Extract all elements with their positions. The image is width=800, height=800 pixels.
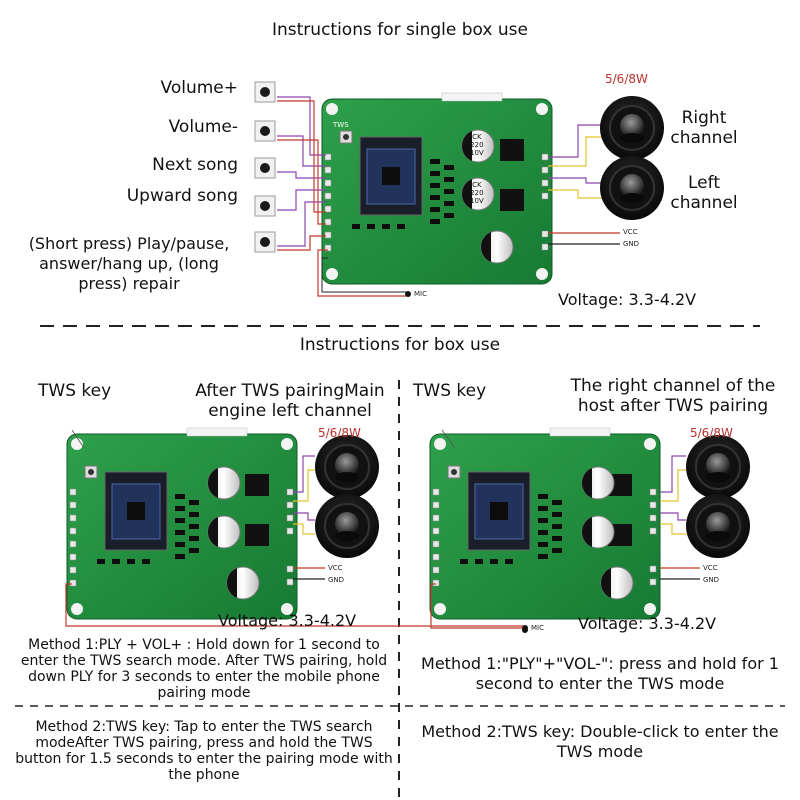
- right-speaker-watt: 5/6/8W: [690, 426, 733, 440]
- left-gnd-label: GND: [328, 576, 345, 584]
- mic-wire: [317, 249, 406, 297]
- right-method-1: Method 1:"PLY"+"VOL-": press and hold fo…: [421, 654, 779, 693]
- speaker-right: [599, 95, 665, 161]
- left-speaker-1: [314, 434, 380, 500]
- right-vcc-label: VCC: [703, 564, 718, 572]
- left-vcc-label: VCC: [328, 564, 343, 572]
- left-method-2: Method 2:TWS key: Tap to enter the TWS s…: [15, 719, 393, 783]
- right-gnd-label: GND: [703, 576, 720, 584]
- right-voltage: Voltage: 3.3-4.2V: [578, 614, 717, 633]
- left-mic-label: MIC: [531, 624, 544, 632]
- top-voltage: Voltage: 3.3-4.2V: [558, 290, 697, 309]
- label-right-channel: Right channel: [670, 108, 738, 148]
- top-gnd-label: GND: [623, 240, 640, 248]
- right-tws-key-label: TWS key: [413, 381, 487, 401]
- label-next-song: Next song: [152, 155, 238, 175]
- left-method-1: Method 1:PLY + VOL+ : Hold down for 1 se…: [20, 637, 388, 701]
- left-voltage: Voltage: 3.3-4.2V: [218, 611, 357, 630]
- top-tws-tag: TWS: [333, 121, 349, 129]
- label-left-channel: Left channel: [670, 173, 738, 213]
- left-tws-key-label: TWS key: [38, 381, 112, 401]
- label-play-pause: (Short press) Play/pause, answer/hang up…: [28, 234, 230, 293]
- button-volume-plus[interactable]: [254, 81, 276, 103]
- top-mic-label: MIC: [414, 290, 427, 298]
- button-volume-minus[interactable]: [254, 120, 276, 142]
- button-play-pause[interactable]: [254, 231, 276, 253]
- right-speaker-2: [685, 493, 751, 559]
- title-single-box: Instructions for single box use: [272, 20, 528, 40]
- left-pcb: [66, 427, 298, 620]
- top-speaker-watt: 5/6/8W: [605, 72, 648, 86]
- speaker-left: [599, 155, 665, 221]
- label-volume-minus: Volume-: [168, 117, 238, 137]
- top-pcb: [321, 92, 553, 285]
- title-box-use: Instructions for box use: [299, 335, 501, 355]
- right-method-2: Method 2:TWS key: Double-click to enter …: [421, 722, 779, 761]
- button-upward-song[interactable]: [254, 195, 276, 217]
- button-next-song[interactable]: [254, 157, 276, 179]
- left-speaker-2: [314, 493, 380, 559]
- left-speaker-watt: 5/6/8W: [318, 426, 361, 440]
- right-speaker-1: [685, 434, 751, 500]
- top-capacitor-3: [480, 230, 514, 264]
- right-caption: The right channel of the host after TWS …: [570, 376, 776, 416]
- label-upward-song: Upward song: [126, 186, 238, 206]
- top-vcc-label: VCC: [623, 228, 638, 236]
- left-caption: After TWS pairingMain engine left channe…: [195, 381, 385, 421]
- label-volume-plus: Volume+: [160, 78, 238, 98]
